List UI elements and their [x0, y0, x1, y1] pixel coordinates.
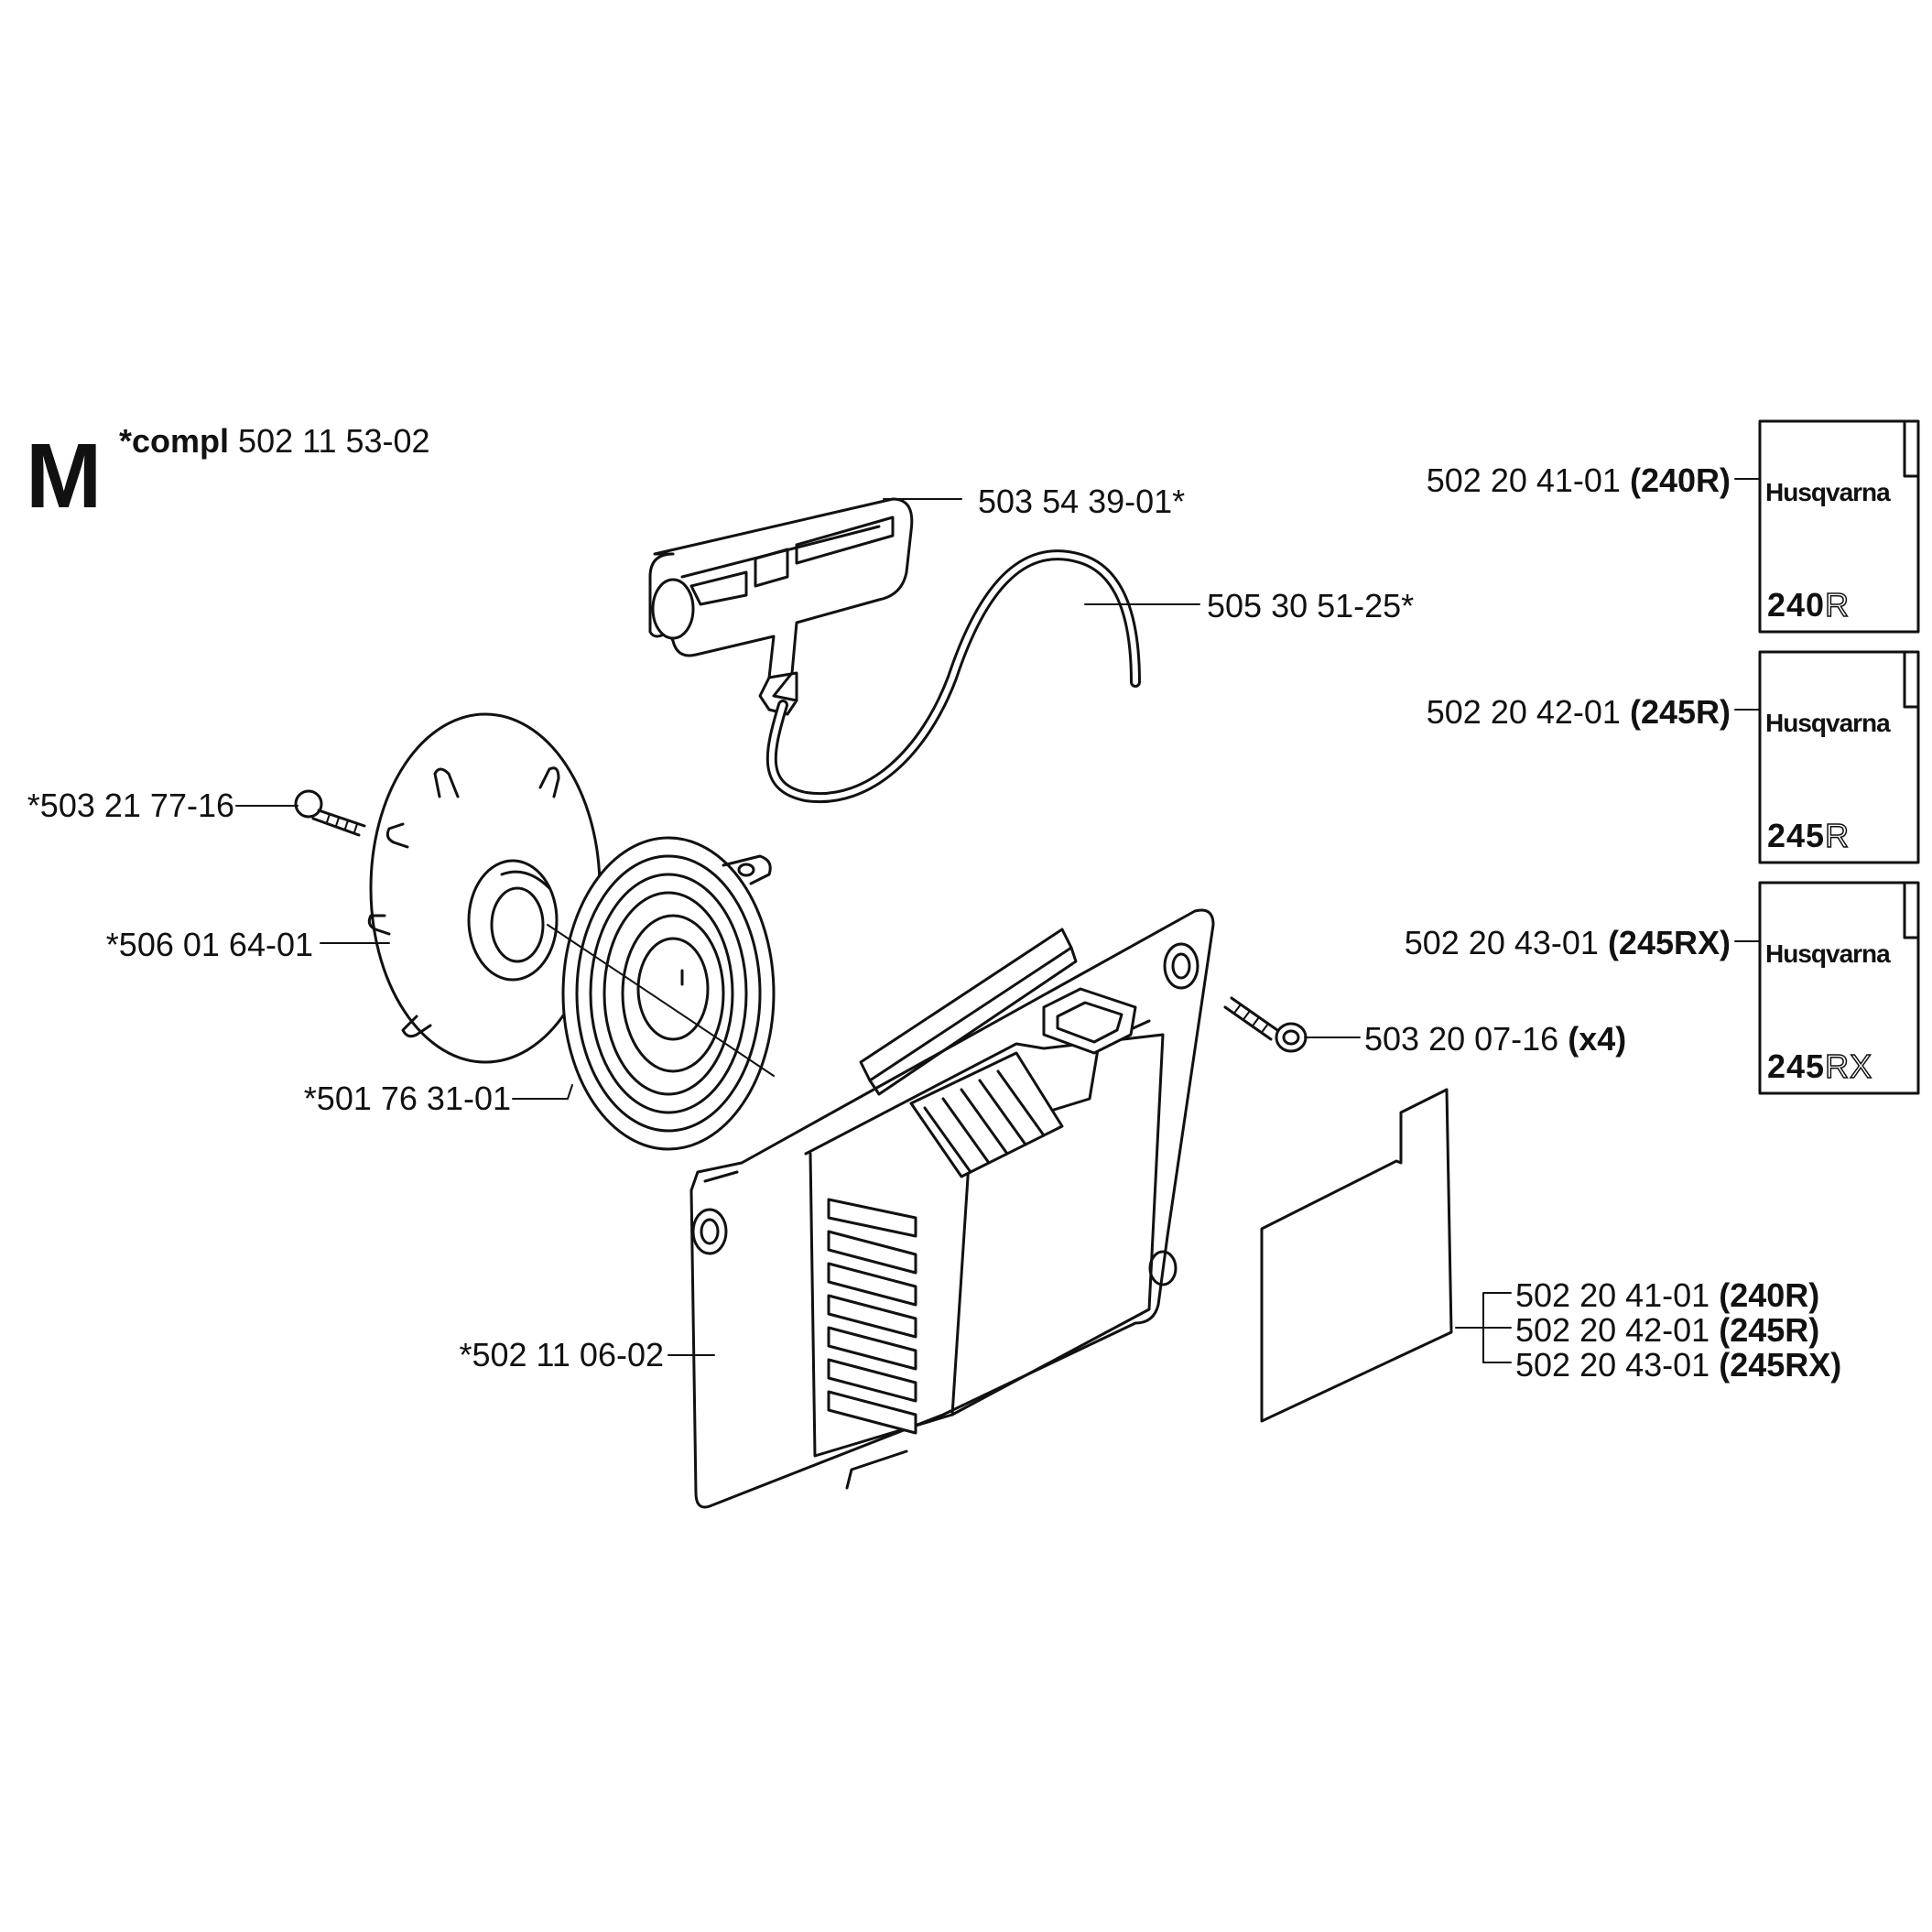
- decal-model-suffix: R: [1824, 816, 1851, 855]
- starter-rope-drawing: [765, 549, 1141, 804]
- decal-model-245r: 245R: [1767, 816, 1851, 855]
- info-plate-drawing: [1260, 1088, 1453, 1423]
- decal-model-number: 245: [1767, 817, 1826, 854]
- plate-model: (245R): [1719, 1311, 1820, 1349]
- housing-screw-number: 503 20 07-16: [1364, 1020, 1559, 1058]
- callout-recoil-spring: *501 76 31-01: [303, 1080, 511, 1117]
- complete-assembly-label: *compl 502 11 53-02: [119, 423, 430, 460]
- decal-brand-240r: Husqvarna: [1765, 478, 1891, 506]
- decal-model-suffix: RX: [1824, 1047, 1873, 1086]
- plate-item-240r: 502 20 41-01 (240R): [1515, 1277, 1819, 1314]
- decal-model-suffix: R: [1824, 585, 1851, 624]
- section-letter: M: [26, 425, 103, 527]
- decal-box-240r: [1758, 419, 1920, 634]
- decal-brand-245rx: Husqvarna: [1765, 939, 1891, 968]
- decal-model: (240R): [1629, 461, 1731, 499]
- leader-lines: [235, 478, 1761, 1363]
- decal-model: (245R): [1629, 693, 1731, 731]
- plate-item-245rx: 502 20 43-01 (245RX): [1515, 1347, 1841, 1384]
- decal-model-number: 245: [1767, 1047, 1826, 1085]
- decal-model-245rx: 245RX: [1767, 1047, 1872, 1086]
- decal-model-number: 240: [1767, 586, 1826, 624]
- callout-housing-screw: 503 20 07-16 (x4): [1364, 1021, 1626, 1058]
- small-screw-drawing: [294, 789, 366, 837]
- compl-number: 502 11 53-02: [238, 422, 430, 460]
- plate-number: 502 20 41-01: [1515, 1276, 1710, 1314]
- decal-box-245rx: [1758, 881, 1920, 1095]
- plate-number: 502 20 42-01: [1515, 1311, 1710, 1349]
- decal-label-245r: 502 20 42-01 (245R): [1373, 694, 1731, 731]
- decal-model-240r: 240R: [1767, 585, 1851, 624]
- decal-box-245r: [1758, 650, 1920, 864]
- plate-number: 502 20 43-01: [1515, 1346, 1710, 1384]
- callout-starter-handle: 503 54 39-01*: [978, 483, 1186, 520]
- plate-model: (240R): [1719, 1276, 1820, 1314]
- decal-brand-245r: Husqvarna: [1765, 709, 1891, 737]
- pulley-drawing: [367, 712, 602, 1064]
- callout-pulley: *506 01 64-01: [105, 926, 313, 963]
- plate-item-245r: 502 20 42-01 (245R): [1515, 1312, 1819, 1349]
- callout-small-screw: *503 21 77-16: [27, 787, 234, 824]
- compl-label: *compl: [119, 422, 230, 460]
- callout-starter-rope: 505 30 51-25*: [1207, 587, 1415, 624]
- decal-label-240r: 502 20 41-01 (240R): [1373, 462, 1731, 499]
- plate-model: (245RX): [1719, 1346, 1842, 1384]
- decal-number: 502 20 41-01: [1426, 461, 1621, 499]
- decal-number: 502 20 43-01: [1404, 924, 1599, 961]
- housing-screw-drawing: [1223, 996, 1308, 1053]
- starter-housing-drawing: [689, 908, 1215, 1509]
- recoil-spring-drawing: [561, 836, 776, 1151]
- decal-label-245rx: 502 20 43-01 (245RX): [1373, 925, 1731, 961]
- decal-model: (245RX): [1607, 924, 1731, 961]
- housing-screw-qty: (x4): [1568, 1020, 1627, 1058]
- decal-number: 502 20 42-01: [1426, 693, 1621, 731]
- starter-handle-drawing: [648, 497, 914, 716]
- callout-starter-housing: *502 11 06-02: [459, 1336, 664, 1373]
